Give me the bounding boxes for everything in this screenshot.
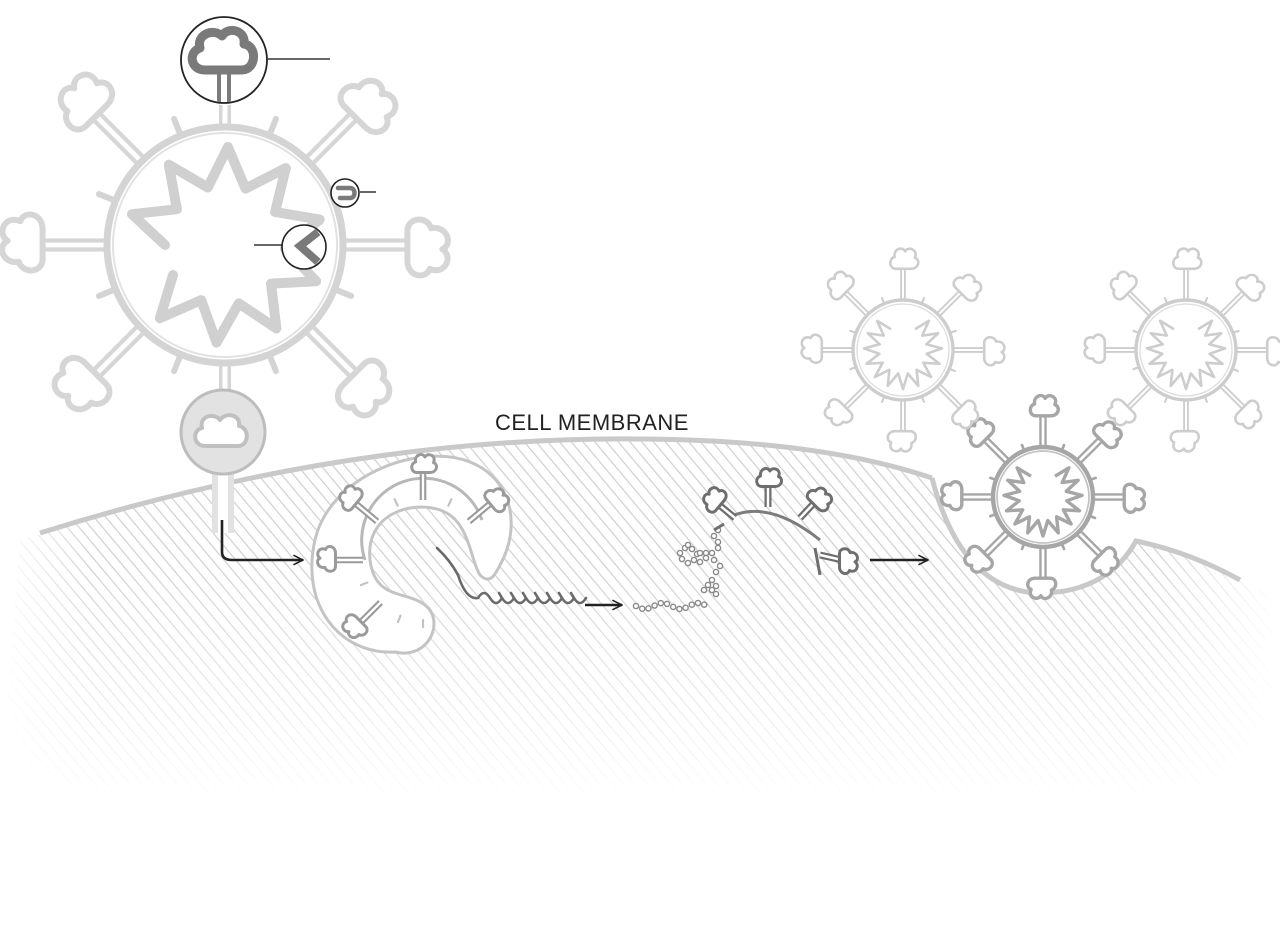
rna-genome bbox=[127, 142, 325, 348]
virion-assembly-icon bbox=[702, 467, 859, 576]
membrane-protein-icon bbox=[335, 185, 357, 201]
cell-membrane-label: CELL MEMBRANE bbox=[495, 410, 689, 435]
spike-protein-icon bbox=[963, 529, 1011, 574]
spike-protein-icon bbox=[936, 383, 980, 430]
receptor-icon bbox=[179, 388, 267, 533]
spike-protein-icon bbox=[1093, 482, 1147, 514]
spike-protein-icon bbox=[341, 600, 383, 640]
main-virus-spikes bbox=[0, 71, 451, 419]
spike-protein-icon bbox=[1083, 333, 1136, 364]
spike-protein-callout bbox=[180, 16, 330, 104]
spike-protein-icon bbox=[0, 211, 107, 274]
spike-protein-icon bbox=[343, 216, 451, 279]
spike-protein-icon bbox=[316, 545, 363, 573]
spike-protein-icon bbox=[1236, 336, 1280, 367]
spike-protein-icon bbox=[889, 247, 920, 300]
spike-protein-icon bbox=[1075, 529, 1120, 577]
rna-strand-icon bbox=[435, 546, 588, 605]
released-virion-2-icon bbox=[1083, 247, 1280, 453]
spike-protein-icon bbox=[936, 273, 983, 317]
spike-protein-icon bbox=[303, 323, 393, 419]
spike-protein-icon bbox=[800, 333, 853, 364]
spike-protein-icon bbox=[1172, 247, 1203, 300]
spike-protein-icon bbox=[1026, 547, 1058, 601]
spike-protein-icon bbox=[1219, 273, 1266, 317]
entry-arrow bbox=[220, 520, 303, 560]
protein-chain-icon bbox=[632, 526, 724, 613]
coronavirus-icon bbox=[0, 71, 451, 419]
endosome-icon bbox=[310, 453, 513, 655]
envelope-protein-callout bbox=[254, 224, 327, 270]
spike-protein-icon bbox=[57, 71, 147, 167]
spike-protein-icon bbox=[826, 270, 870, 317]
budding-pocket bbox=[929, 477, 1242, 596]
spike-protein-icon bbox=[953, 336, 1006, 367]
spike-protein-icon bbox=[410, 453, 438, 500]
spike-protein-icon bbox=[1106, 383, 1153, 427]
spike-protein-icon bbox=[466, 487, 511, 524]
spike-protein-icon bbox=[1028, 393, 1060, 447]
spike-protein-icon bbox=[338, 484, 380, 524]
spike-protein-icon bbox=[51, 323, 147, 413]
endosome-virion-spikes bbox=[316, 453, 511, 640]
released-virion-1-icon bbox=[800, 247, 1006, 453]
spike-protein-icon bbox=[303, 77, 399, 167]
spike-protein-icon bbox=[187, 25, 258, 102]
cell-membrane-line bbox=[39, 436, 933, 536]
spike-protein-icon bbox=[1169, 400, 1200, 453]
membrane-protein-callout bbox=[330, 178, 376, 208]
spike-protein-icon bbox=[939, 480, 993, 512]
budding-virion-icon bbox=[939, 393, 1147, 601]
spike-protein-icon bbox=[886, 400, 917, 453]
spike-protein-icon bbox=[823, 383, 870, 427]
envelope-protein-icon bbox=[293, 228, 321, 265]
spike-protein-icon bbox=[1075, 420, 1123, 465]
spike-protein-icon bbox=[1109, 270, 1153, 317]
spike-protein-icon bbox=[1219, 383, 1263, 430]
spike-protein-icon bbox=[966, 417, 1011, 465]
